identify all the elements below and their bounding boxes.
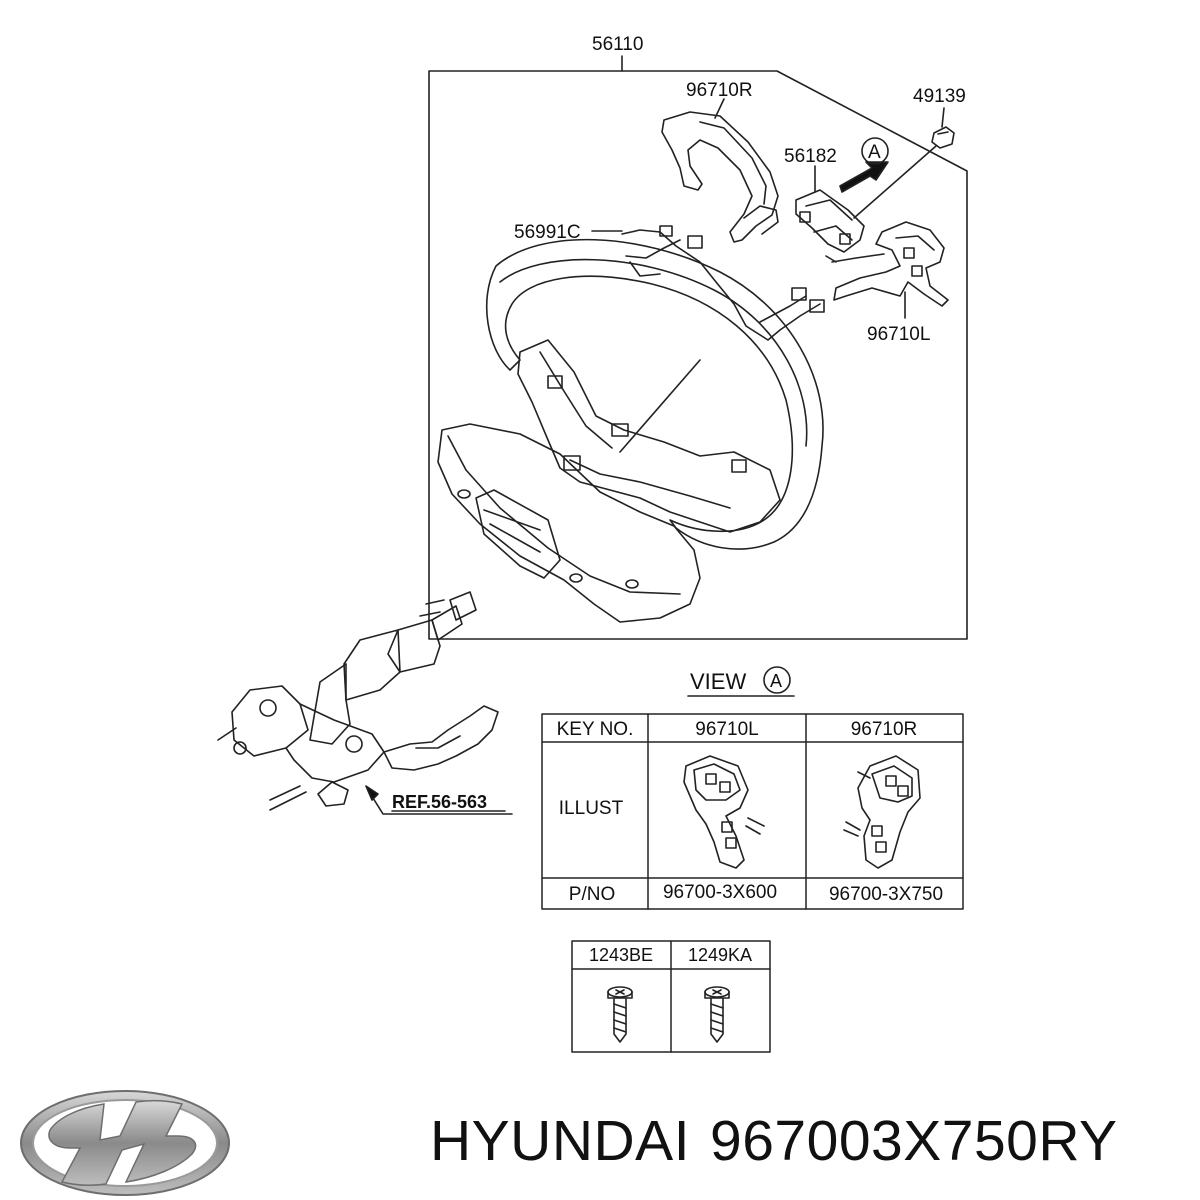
steering-column <box>217 591 499 811</box>
illust-96710R <box>843 755 921 869</box>
lower-cover <box>437 423 701 623</box>
label-view-marker: A <box>868 142 881 163</box>
label-ref-56-563: REF.56-563 <box>392 792 487 812</box>
label-56182: 56182 <box>784 146 837 167</box>
switch-right-part <box>661 111 779 243</box>
label-56110: 56110 <box>592 34 643 55</box>
switch-left-part <box>825 221 949 307</box>
view-a-arrow <box>839 161 889 193</box>
hyundai-logo-icon <box>20 1090 230 1196</box>
screws-table-grid <box>571 940 771 1053</box>
table-header-96710R: 96710R <box>851 719 918 740</box>
table-pno-96710L: 96700-3X600 <box>663 882 777 903</box>
label-96710R: 96710R <box>686 80 753 101</box>
screw-1243BE <box>607 986 633 1043</box>
label-49139: 49139 <box>913 86 966 107</box>
screw-1249KA <box>704 986 730 1043</box>
steering-wheel-rim <box>485 238 824 550</box>
label-56991C: 56991C <box>514 222 581 243</box>
screws-header-1249KA: 1249KA <box>688 945 752 965</box>
callout-leader-96710R <box>714 98 725 119</box>
wiring-part <box>621 225 825 341</box>
parts-table-grid <box>541 713 964 910</box>
view-heading-circle <box>763 666 791 694</box>
bracket-part <box>795 189 865 253</box>
assembly-frame <box>428 70 968 640</box>
table-row-label-illust: ILLUST <box>559 798 624 819</box>
callout-leader-49139 <box>941 107 945 128</box>
bolt-cap-part <box>931 126 955 149</box>
table-header-key-no: KEY NO. <box>557 719 634 740</box>
illust-96710L <box>683 755 765 869</box>
caption-brand: HYUNDAI <box>430 1109 691 1173</box>
view-heading-label: VIEW <box>690 669 746 694</box>
table-pno-96710R: 96700-3X750 <box>829 884 943 905</box>
caption: HYUNDAI 967003X750RY <box>430 1108 1190 1188</box>
reference-arrow <box>365 785 379 801</box>
screws-header-1243BE: 1243BE <box>589 945 653 965</box>
hub-module <box>517 339 781 533</box>
table-header-96710L: 96710L <box>695 719 758 740</box>
view-heading-marker: A <box>770 671 782 691</box>
caption-part-number: 967003X750RY <box>710 1109 1118 1173</box>
table-row-label-pno: P/NO <box>569 884 615 905</box>
label-96710L: 96710L <box>867 324 930 345</box>
view-marker-circle <box>861 137 889 165</box>
leader-bolt-to-bracket <box>853 145 937 219</box>
